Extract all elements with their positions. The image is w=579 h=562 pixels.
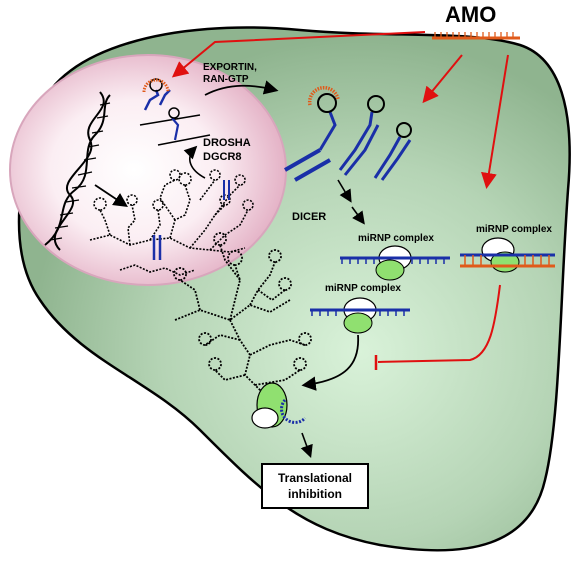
inhibition-label: inhibition xyxy=(288,487,342,501)
dicer-label: DICER xyxy=(292,211,326,223)
export-arrow xyxy=(204,80,279,96)
amo-arrows xyxy=(171,31,509,189)
dicer-arrow-2 xyxy=(351,206,365,225)
dna-helix xyxy=(44,91,111,251)
translational-label: Translational xyxy=(278,471,352,485)
translational-inhibition-box xyxy=(261,463,369,509)
amo-inhibition-line xyxy=(377,284,501,363)
target-mrna xyxy=(173,232,312,401)
mirnp-complex-1-label: miRNP complex xyxy=(358,233,434,244)
to-inhibition-arrow xyxy=(300,432,313,459)
mirnp-complex-2-label: miRNP complex xyxy=(325,283,401,294)
pri-mirna xyxy=(89,169,254,276)
mirnp-complex-3-amo-blocked: miRNP complex xyxy=(460,224,555,273)
mirnp-complex-3-label: miRNP complex xyxy=(476,224,552,235)
pri-mirna-blue-hairpin-2 xyxy=(223,180,230,200)
pre-mirna-nuclear xyxy=(139,78,211,146)
nucleus xyxy=(9,54,287,286)
amo-oligo xyxy=(432,32,520,40)
transcription-arrow xyxy=(94,184,128,207)
dgcr8-label: DGCR8 xyxy=(203,151,242,163)
mirnp-complex-1: miRNP complex xyxy=(340,233,450,281)
risc-on-mrna xyxy=(251,382,307,429)
exportin-label: EXPORTIN, xyxy=(203,62,257,73)
mirnp-complex-2: miRNP complex xyxy=(310,283,410,334)
amo-label: AMO xyxy=(445,2,496,27)
pre-mirna-cytoplasm xyxy=(284,86,412,182)
ran-gtp-label: RAN-GTP xyxy=(203,74,249,85)
drosha-label: DROSHA xyxy=(203,137,251,149)
mirnp-to-target-arrow xyxy=(301,334,359,391)
drosha-processing-arrow xyxy=(183,145,206,179)
dicer-arrow-1 xyxy=(337,179,352,203)
pri-mirna-blue-hairpin xyxy=(152,235,162,260)
